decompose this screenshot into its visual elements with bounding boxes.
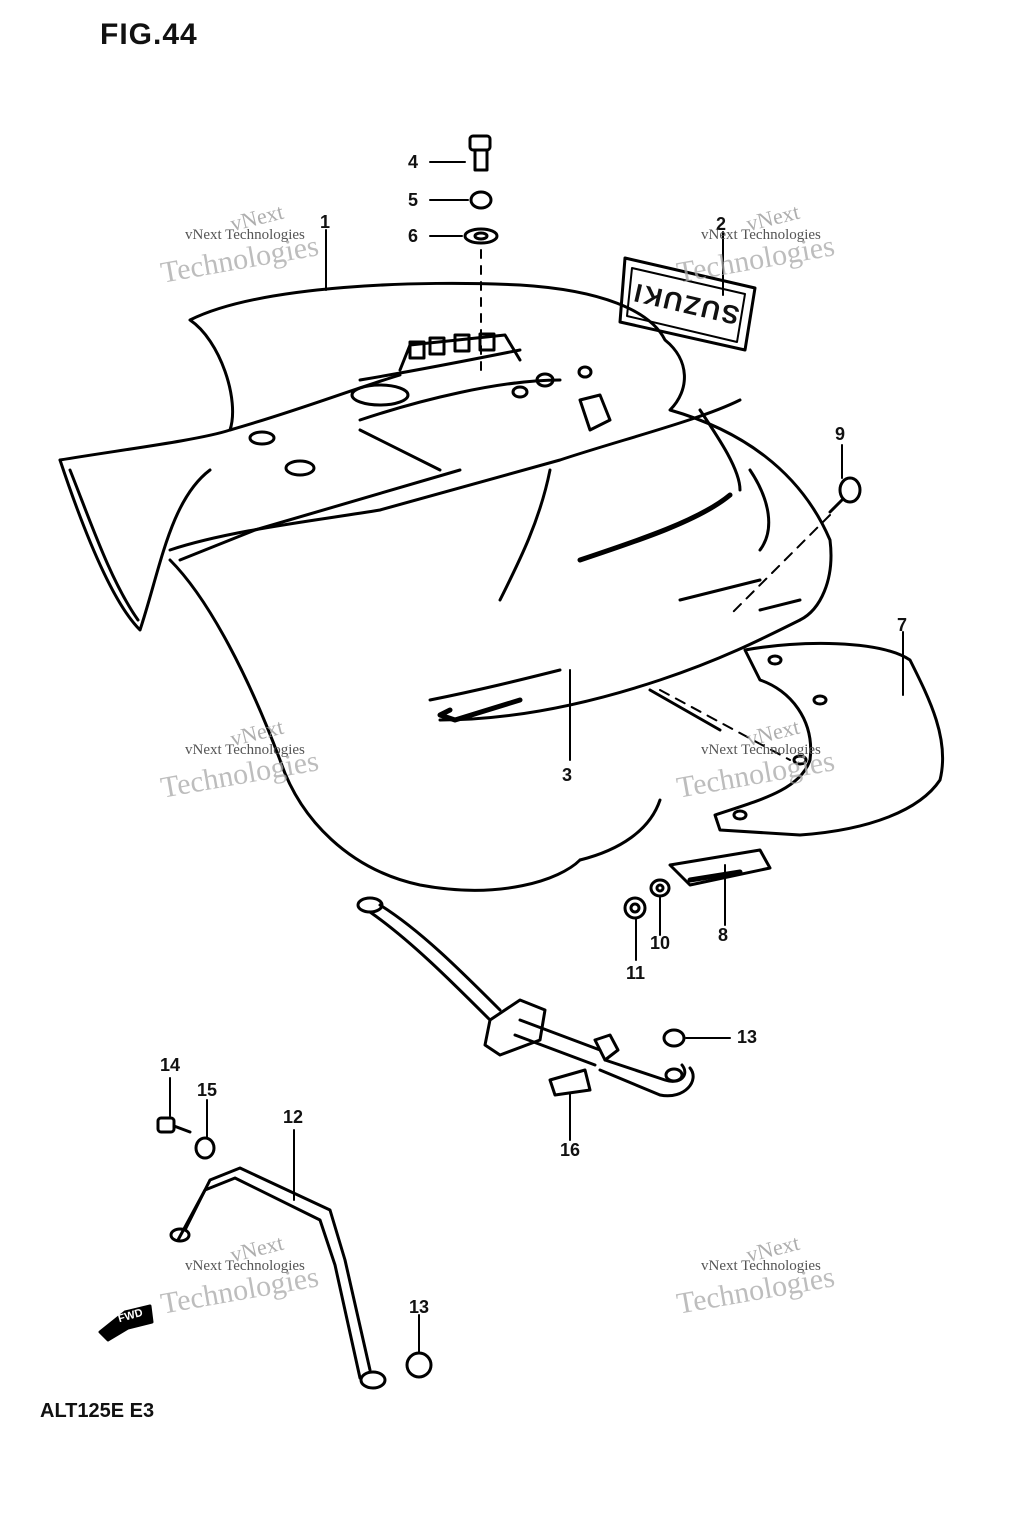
- bolt-14: [156, 1116, 192, 1134]
- callout-16: 16: [560, 1140, 581, 1160]
- rear-fender: [58, 281, 833, 892]
- callout-5: 5: [408, 190, 419, 210]
- callout-8: 8: [718, 925, 729, 945]
- screw-9: [729, 476, 862, 616]
- callout-9: 9: [835, 424, 846, 444]
- washer-10: [649, 878, 671, 898]
- callout-13-upper: 13: [737, 1027, 758, 1047]
- leader-lines: [169, 161, 904, 1353]
- nut-15: [194, 1136, 216, 1160]
- brace-12: [169, 1166, 387, 1390]
- callout-11: 11: [626, 963, 646, 983]
- nut-11: [623, 896, 647, 920]
- callout-6: 6: [408, 226, 419, 246]
- figure-title: FIG.44: [100, 18, 198, 51]
- rubber-cap-13-lower: [405, 1351, 433, 1379]
- fastener-stack: [463, 134, 499, 371]
- fwd-arrow-icon: [98, 1304, 154, 1342]
- callout-13-lower: 13: [409, 1297, 430, 1317]
- callout-15: 15: [197, 1080, 218, 1100]
- callout-7: 7: [897, 615, 908, 635]
- callout-3: 3: [562, 765, 573, 785]
- callout-4: 4: [408, 152, 419, 172]
- callout-2: 2: [716, 214, 727, 234]
- flap-bracket: [668, 848, 772, 887]
- rubber-cap-13-upper: [662, 1028, 686, 1048]
- mud-flap: [659, 641, 945, 837]
- callout-12: 12: [283, 1107, 304, 1127]
- callout-1: 1: [320, 212, 331, 232]
- callout-14: 14: [160, 1055, 181, 1075]
- model-label: ALT125E E3: [40, 1400, 155, 1422]
- callout-10: 10: [650, 933, 671, 953]
- fender-bracket: [356, 896, 695, 1098]
- suzuki-decal: [618, 256, 757, 352]
